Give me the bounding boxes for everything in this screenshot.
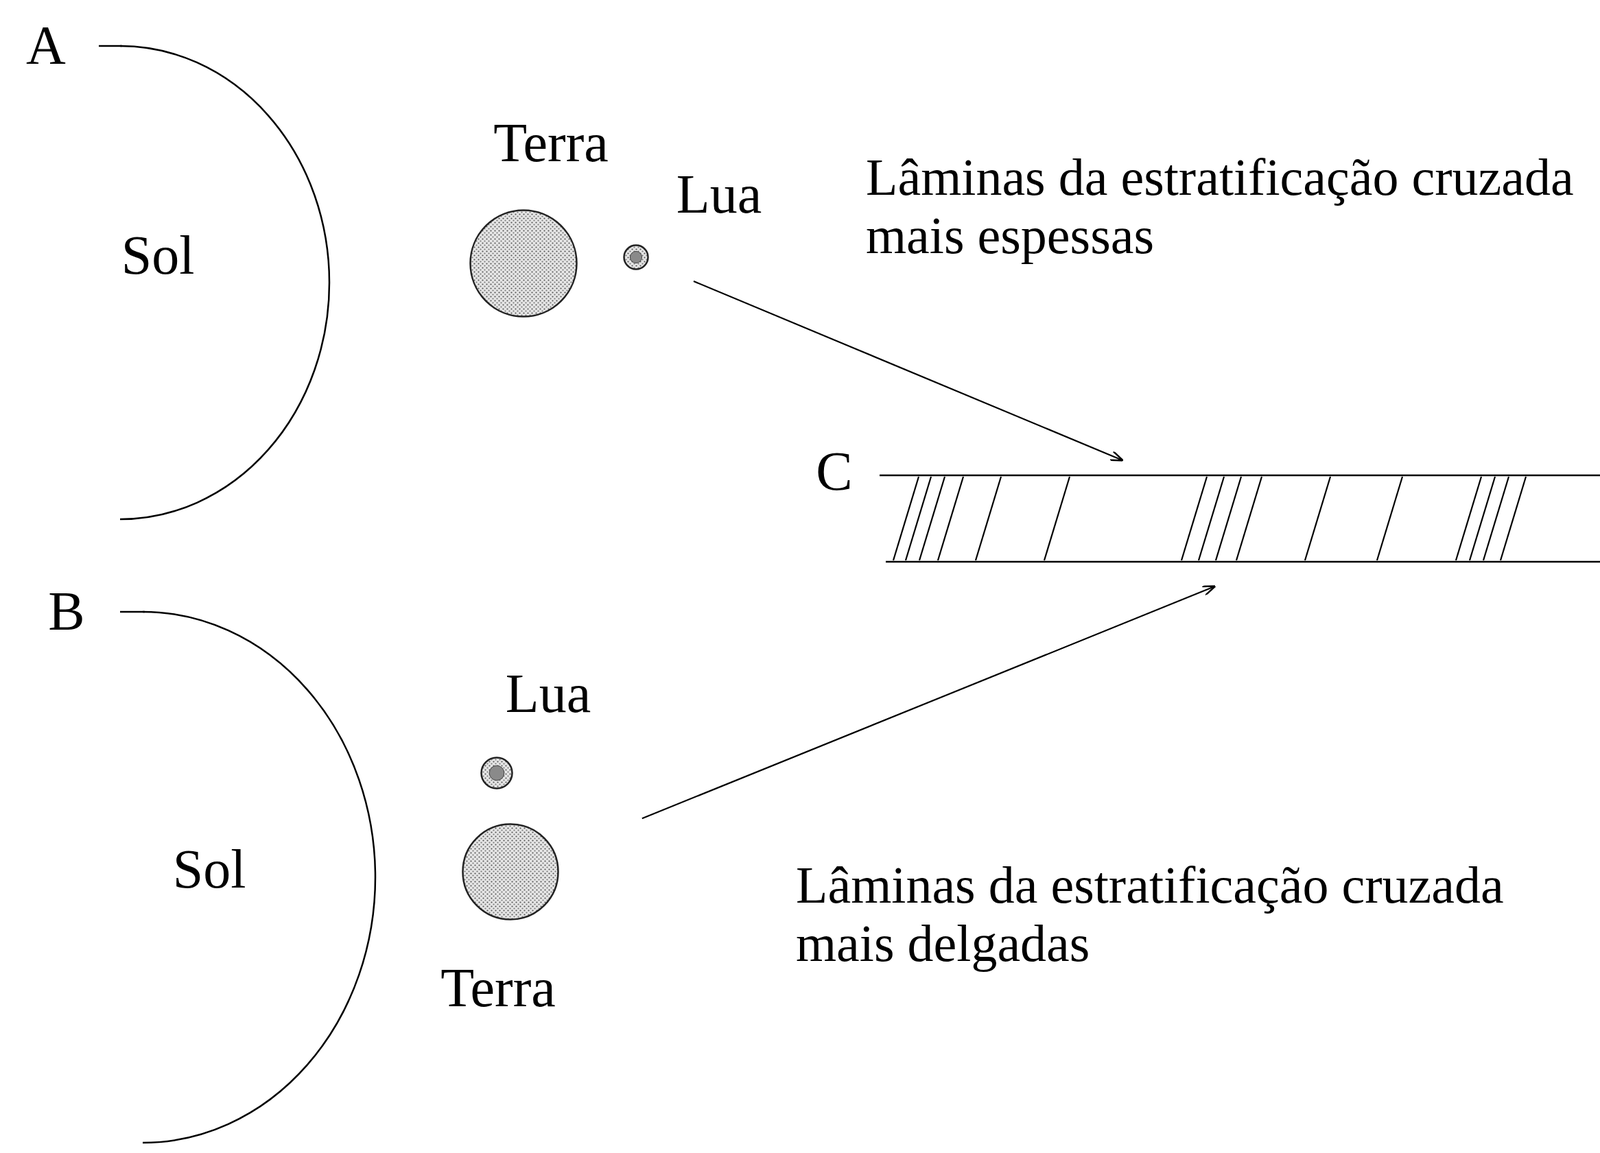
- moon-symbol: [624, 245, 649, 270]
- moon-core: [489, 765, 505, 781]
- note-text: Lâminas da estratificação cruzada mais d…: [795, 856, 1504, 973]
- note-box: A: [26, 15, 66, 77]
- moon-core: [629, 251, 642, 263]
- panel-leader: [120, 611, 145, 614]
- node-label: Sol: [172, 839, 247, 900]
- node-label: Lua: [676, 163, 762, 225]
- note-box: Lâminas da estratificação cruzada mais e…: [865, 148, 1594, 265]
- planet-node: Terra: [461, 823, 560, 921]
- planet-node: Terra: [469, 209, 578, 318]
- note-box: Lâminas da estratificação cruzada mais d…: [795, 856, 1551, 973]
- node-label: Terra: [493, 112, 609, 173]
- note-text: Lâminas da estratificação cruzada mais e…: [865, 148, 1574, 265]
- sun-outline: [142, 612, 376, 1144]
- note-box: B: [48, 581, 85, 643]
- panel-leader: [98, 45, 123, 48]
- node-label: Lua: [505, 663, 591, 724]
- node-label-box: Lua: [505, 663, 591, 724]
- bed-top: [879, 474, 1600, 477]
- shape-outline: [879, 475, 1600, 562]
- node-label: Sol: [121, 225, 195, 286]
- shape-outline: [480, 756, 514, 790]
- cross-lamina: [1215, 476, 1242, 561]
- cross-lamina: [905, 476, 932, 561]
- cross-lamina: [937, 476, 964, 561]
- cross-lamina: [1469, 476, 1496, 561]
- halfsun-node: Sol: [142, 612, 376, 1144]
- node-label: Terra: [440, 957, 556, 1019]
- node-label-box: Sol: [121, 225, 195, 286]
- earth-symbol: [470, 210, 578, 317]
- cross-lamina: [1455, 476, 1482, 561]
- shape-outline: [469, 209, 578, 318]
- connector-arrow: [642, 586, 1215, 819]
- cross-lamina: [1044, 476, 1070, 561]
- cross-lamina: [1500, 476, 1526, 561]
- node-label-box: C: [815, 441, 853, 502]
- halfsun-node: Sol: [120, 45, 330, 520]
- node-label-box: Terra: [493, 112, 609, 173]
- node-label-box: Sol: [172, 839, 247, 900]
- connector-arrow: [693, 281, 1123, 461]
- shape-outline: [622, 244, 650, 271]
- moon-symbol: [481, 758, 513, 790]
- cross-lamina: [975, 476, 1002, 561]
- cross-lamina: [1236, 476, 1262, 561]
- cross-lamina: [893, 476, 919, 561]
- node-label-box: Lua: [676, 163, 762, 225]
- earth-symbol: [463, 824, 559, 921]
- cross-lamina: [1304, 476, 1331, 561]
- cross-lamina: [1377, 476, 1403, 561]
- sun-outline: [120, 45, 330, 520]
- node-label: C: [815, 441, 853, 502]
- strip-node: C: [879, 475, 1600, 562]
- panel-letter: B: [48, 581, 85, 642]
- moon-node: Lua: [480, 756, 514, 790]
- moon-node: Lua: [622, 244, 650, 271]
- node-label-box: Terra: [440, 957, 556, 1019]
- panel-letter: A: [26, 15, 66, 76]
- bed-base: [885, 561, 1600, 564]
- shape-outline: [461, 823, 560, 921]
